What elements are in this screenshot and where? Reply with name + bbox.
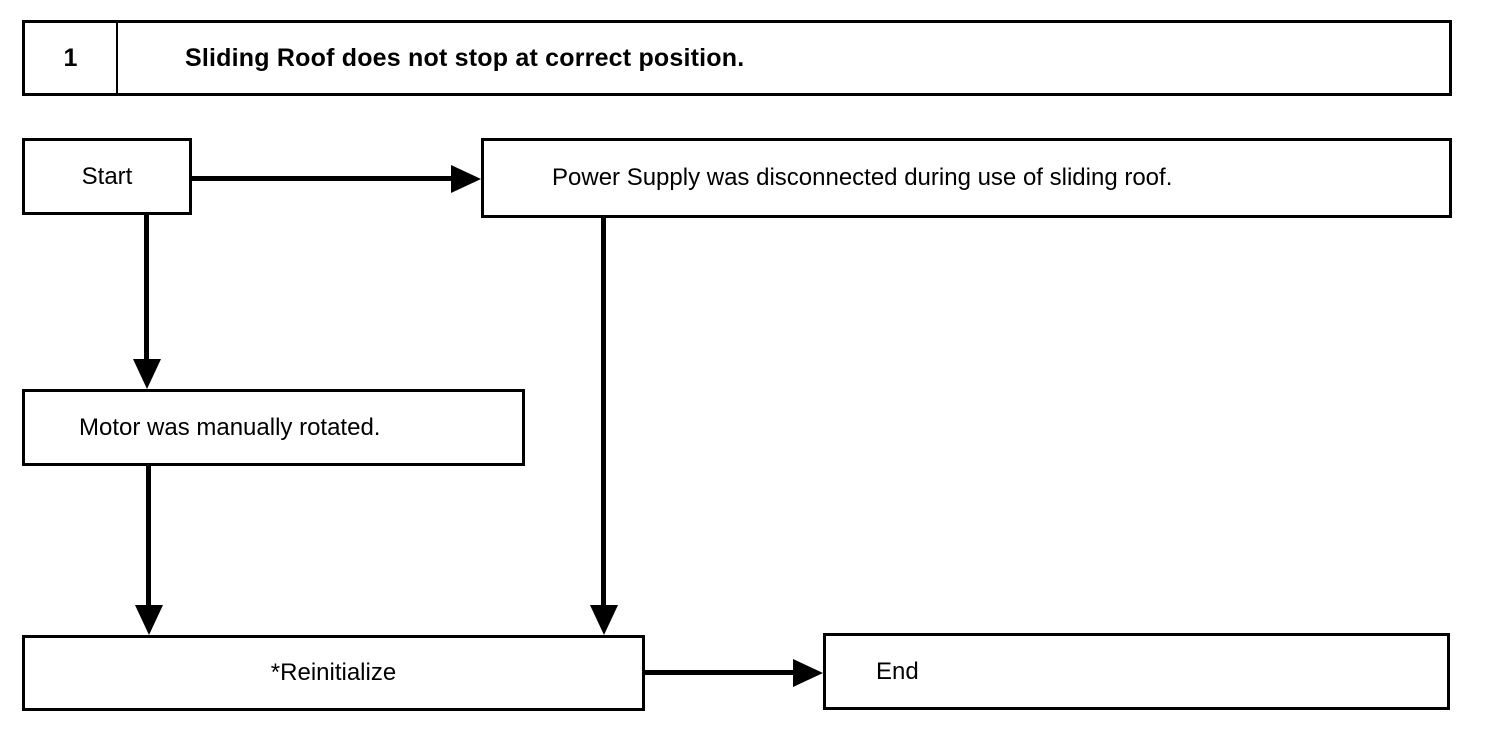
connector-start-to-motor xyxy=(133,215,161,391)
connector-line xyxy=(601,218,606,607)
arrowhead-down-icon xyxy=(590,605,618,635)
arrowhead-down-icon xyxy=(133,359,161,389)
arrowhead-right-icon xyxy=(793,659,823,687)
connector-motor-to-reinitialize xyxy=(135,466,163,637)
flow-node-motor: Motor was manually rotated. xyxy=(22,389,525,466)
arrowhead-right-icon xyxy=(451,165,481,193)
header-column-divider xyxy=(116,23,118,93)
header-table: 1 Sliding Roof does not stop at correct … xyxy=(22,20,1452,96)
connector-line xyxy=(645,670,796,675)
connector-line xyxy=(144,215,149,361)
connector-power-supply-to-reinitialize xyxy=(590,218,618,637)
header-title-cell: Sliding Roof does not stop at correct po… xyxy=(185,43,745,72)
connector-reinitialize-to-end xyxy=(645,659,826,687)
flow-node-end: End xyxy=(823,633,1450,710)
flow-node-power-supply: Power Supply was disconnected during use… xyxy=(481,138,1452,218)
arrowhead-down-icon xyxy=(135,605,163,635)
flow-node-start: Start xyxy=(22,138,192,215)
connector-line xyxy=(146,466,151,607)
connector-start-to-power-supply xyxy=(192,165,484,193)
header-index-cell: 1 xyxy=(63,43,78,72)
flow-node-reinitialize: *Reinitialize xyxy=(22,635,645,711)
connector-line xyxy=(192,176,454,181)
